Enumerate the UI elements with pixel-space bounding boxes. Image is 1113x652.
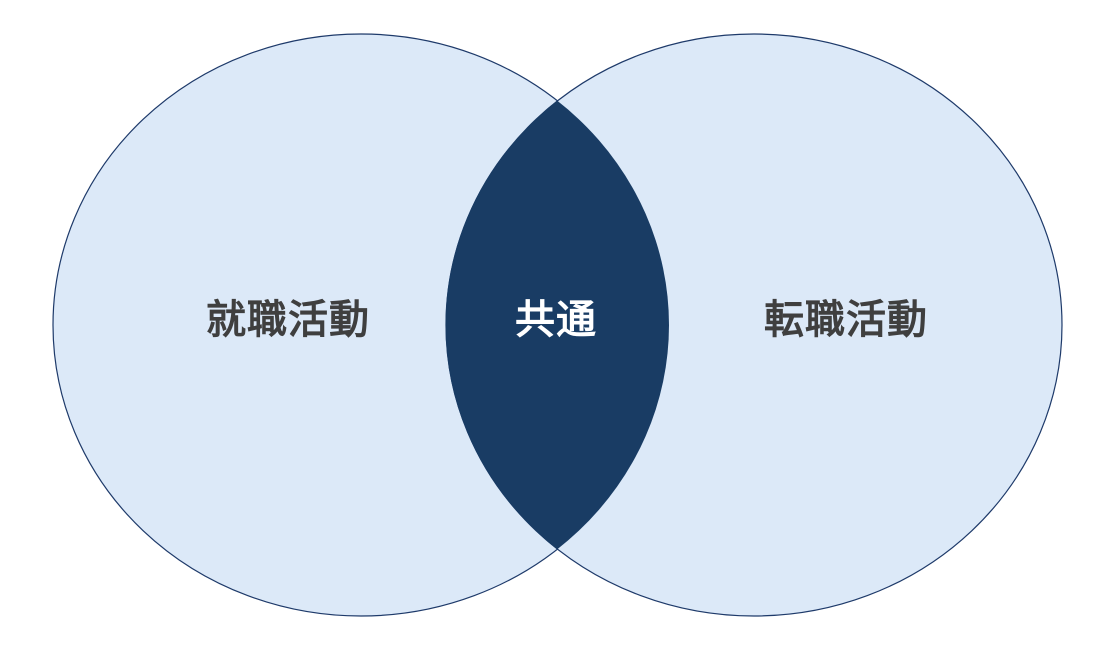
left-circle-label: 就職活動	[206, 297, 370, 343]
right-circle-label: 転職活動	[764, 297, 928, 343]
overlap-label: 共通	[515, 297, 597, 343]
overlap-region	[445, 34, 669, 616]
